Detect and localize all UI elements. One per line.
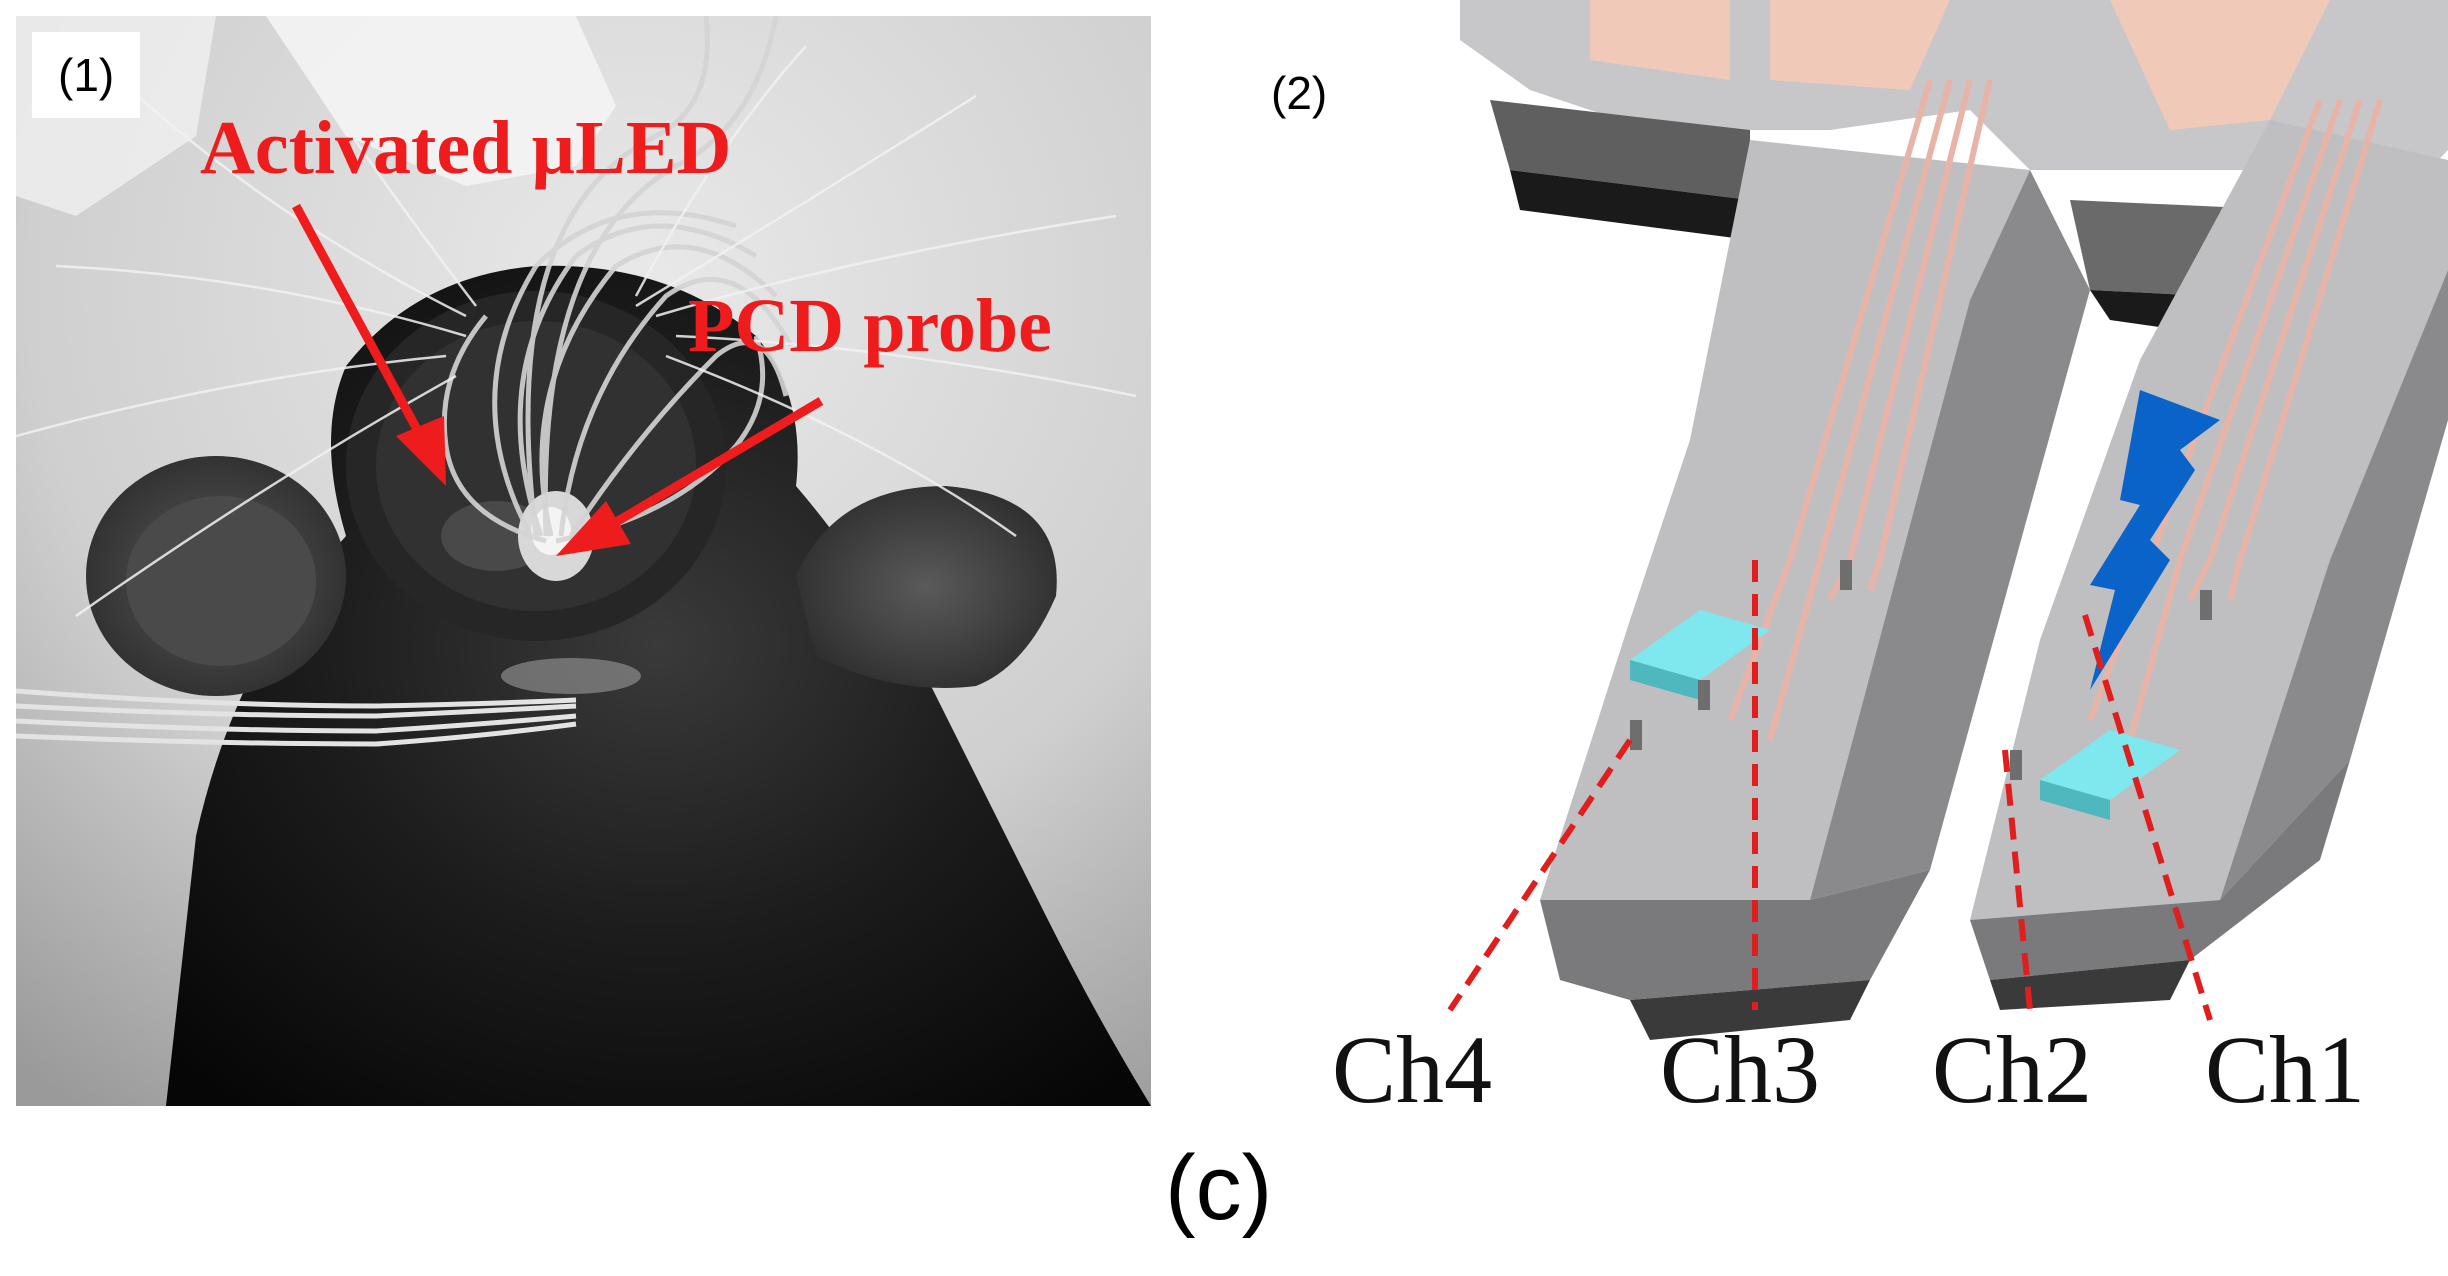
light-bolt-icon [2090,390,2220,690]
uled-left [1630,610,1770,700]
figure-caption: (c) [1165,1137,1273,1239]
mouse-photo-illustration [16,16,1151,1106]
probe-schematic [1210,0,2448,1120]
uled-right [2040,730,2180,820]
activated-uled-label: Activated µLED [200,106,732,190]
panel-label-1: (1) [32,32,141,118]
channel-label-ch1: Ch1 [2205,1016,2366,1123]
probe-schematic-illustration [1447,0,2448,1040]
electrode-sites [1630,560,2212,780]
pcd-probe-label: PCD probe [688,284,1052,368]
panel-label-2: (2) [1271,67,1328,119]
arrow-uled [292,203,446,486]
channel-label-ch4: Ch4 [1332,1016,1493,1123]
whiskers [16,16,1137,618]
arrow-pcd [556,397,824,556]
mouse-photo [16,16,1151,1106]
traces-right [2087,98,2383,741]
channel-label-ch3: Ch3 [1660,1016,1821,1123]
bond-pad [1590,0,1730,80]
channel-label-ch2: Ch2 [1932,1016,2093,1123]
right-ear [796,486,1057,688]
leader-lines [1447,560,2213,1021]
lead-wires [16,688,577,747]
right-shank [1970,120,2448,920]
